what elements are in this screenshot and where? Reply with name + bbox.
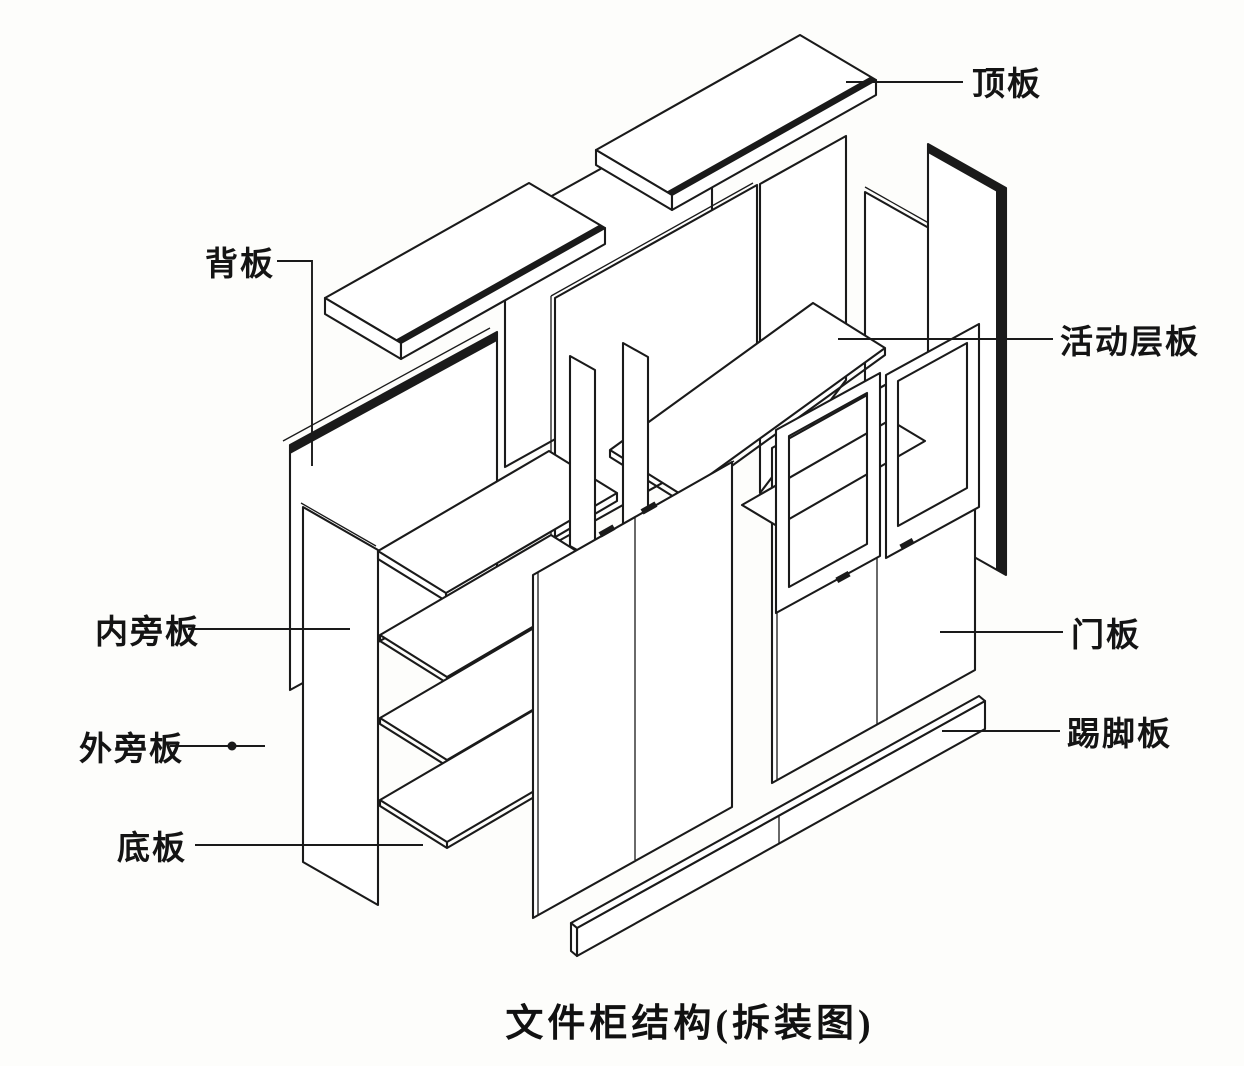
label-outer-side-panel: 外旁板 bbox=[79, 730, 184, 767]
diagram-caption: 文件柜结构(拆装图) bbox=[505, 1003, 874, 1045]
label-door-panel: 门板 bbox=[1071, 616, 1141, 653]
part-labels: 顶板 背板 活动层板 内旁板 外旁板 底板 门板 踢脚板 bbox=[79, 65, 1200, 866]
shelf-board-1 bbox=[376, 449, 619, 603]
label-kick-plate: 踢脚板 bbox=[1067, 715, 1172, 752]
label-back-panel: 背板 bbox=[205, 245, 275, 282]
leader-lines bbox=[170, 81, 1063, 846]
outer-side-panel-leader-dot bbox=[227, 741, 237, 751]
kick-plate-board bbox=[569, 694, 987, 958]
shelf-unit-side-panel bbox=[300, 502, 380, 907]
label-inner-side-panel: 内旁板 bbox=[95, 613, 200, 650]
door-panel-left bbox=[531, 460, 735, 920]
back-panel-leader bbox=[277, 260, 313, 466]
label-adjustable-shelf: 活动层板 bbox=[1060, 323, 1200, 360]
top-panel-left bbox=[323, 181, 607, 361]
glass-door-frame-2 bbox=[884, 322, 981, 560]
label-bottom-panel: 底板 bbox=[117, 829, 187, 866]
label-top-panel: 顶板 bbox=[972, 65, 1042, 102]
glass-door-frame-1 bbox=[774, 371, 882, 615]
divider-board-1 bbox=[568, 354, 597, 562]
top-panel-right bbox=[594, 33, 878, 212]
